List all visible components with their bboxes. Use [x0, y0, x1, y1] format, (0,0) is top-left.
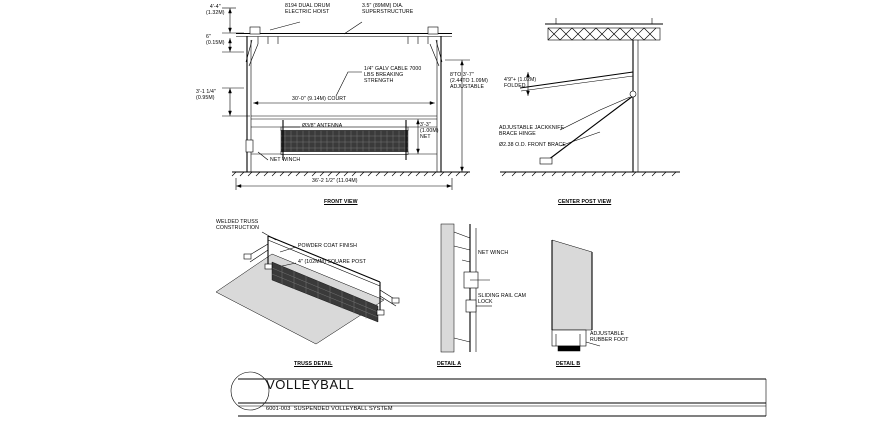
label-cable: 1/4" GALV CABLE 7000 LBS BREAKING STRENG… [364, 66, 422, 85]
dim-3-1-1-4: 3'-1 1/4" (0.95M) [196, 89, 216, 102]
label-net-winch-a: NET WINCH [478, 250, 509, 256]
label-superstructure: 3.5" (89MM) DIA. SUPERSTRUCTURE [362, 3, 414, 16]
label-sliding-rail: SLIDING RAIL CAM LOCK [478, 293, 527, 306]
label-adjustable-height: 8'TO 3'-7" (2.44TO 1.09M) ADJUSTABLE [450, 72, 488, 91]
label-welded-truss: WELDED TRUSS CONSTRUCTION [216, 219, 259, 232]
label-powder-coat: POWDER COAT FINISH [298, 243, 357, 249]
view-label-truss: TRUSS DETAIL [294, 361, 333, 367]
sheet-title: VOLLEYBALL [266, 377, 355, 392]
label-overall-width: 36'-2 1/2" (11.04M) [312, 178, 358, 184]
view-label-center-post: CENTER POST VIEW [558, 199, 612, 205]
label-front-brace: Ø2.38 O.D. FRONT BRACE [499, 142, 566, 148]
label-antenna: Ø3/8" ANTENNA [302, 123, 343, 129]
label-hoist: 8194 DUAL DRUM ELECTRIC HOIST [285, 3, 331, 16]
view-label-detail-b: DETAIL B [556, 361, 581, 367]
label-square-post: 4" (102MM) SQUARE POST [298, 259, 367, 265]
view-label-detail-a: DETAIL A [437, 361, 462, 367]
label-rubber-foot: ADJUSTABLE RUBBER FOOT [590, 331, 629, 344]
label-net-height: 3'-3" (1.00M) NET [420, 122, 439, 141]
dim-4-4: 4'-4" (1.32M) [206, 4, 225, 17]
sheet-subtitle: 6001-003 SUSPENDED VOLLEYBALL SYSTEM [266, 406, 393, 412]
label-court-dim: 30'-0" (9.14M) COURT [292, 96, 347, 102]
view-label-front: FRONT VIEW [324, 199, 358, 205]
label-folded: 4'9"+ (1.02M) FOLDED [504, 77, 537, 90]
label-net-winch: NET WINCH [270, 157, 301, 163]
dim-6: 6" (0.15M) [206, 34, 225, 47]
label-jackknife: ADJUSTABLE JACKKNIFE BRACE HINGE [499, 125, 565, 138]
